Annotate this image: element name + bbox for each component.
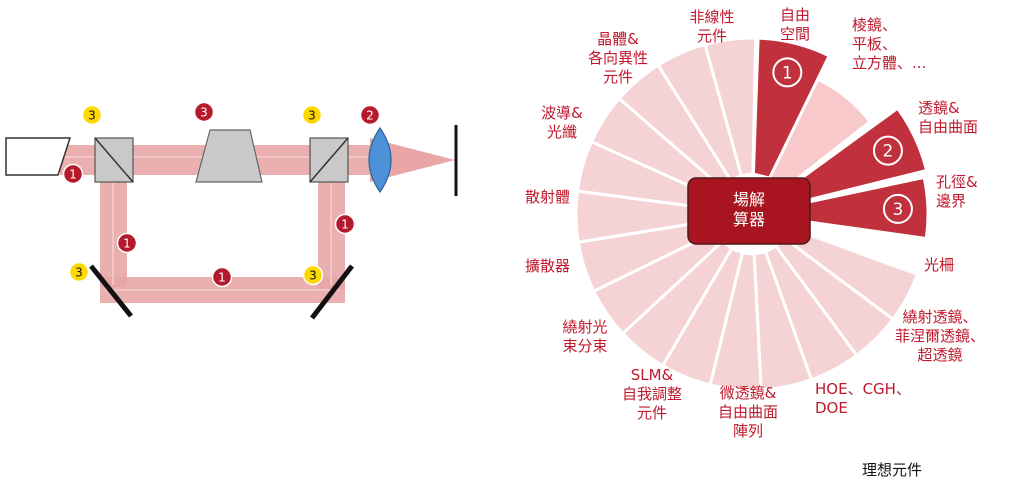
label-apertures: 孔徑& 邊界 bbox=[936, 173, 978, 210]
label-scatterer: 散射體 bbox=[524, 188, 570, 206]
beam-splitter-left bbox=[94, 137, 134, 183]
marker-one-1: 1 bbox=[116, 232, 138, 254]
label-prisms: 棱鏡、 平板、 立方體、... bbox=[852, 16, 927, 72]
field-solver-label: 算器 bbox=[733, 210, 765, 229]
marker-number: 1 bbox=[123, 237, 131, 251]
marker-number: 3 bbox=[75, 266, 83, 280]
marker-three-9: 3 bbox=[302, 264, 324, 286]
marker-one-2: 1 bbox=[211, 266, 233, 288]
marker-number: 3 bbox=[200, 106, 208, 120]
label-diffractive-lenses: 繞射透鏡、 菲涅爾透鏡、 超透鏡 bbox=[894, 308, 985, 364]
figure-caption: 理想元件 bbox=[862, 461, 923, 479]
label-slm: SLM& 自我調整 元件 bbox=[621, 366, 682, 422]
label-crystals: 晶體& 各向異性 元件 bbox=[587, 30, 648, 86]
marker-three-7: 3 bbox=[301, 104, 323, 126]
marker-number: 3 bbox=[309, 269, 317, 283]
highlight-number: 2 bbox=[883, 142, 894, 162]
marker-three-6: 3 bbox=[193, 101, 215, 123]
label-free-space: 自由 空間 bbox=[779, 6, 810, 43]
marker-three-5: 3 bbox=[81, 104, 103, 126]
highlight-number: 3 bbox=[892, 200, 903, 220]
label-lenses-freeform: 透鏡& 自由曲面 bbox=[918, 99, 979, 136]
optical-setup: 1 1 1 1 2 3 3 3 3 3 bbox=[5, 101, 458, 320]
marker-two-4: 2 bbox=[359, 104, 381, 126]
marker-one-3: 1 bbox=[334, 213, 356, 235]
label-nonlinear: 非線性 元件 bbox=[689, 8, 735, 45]
marker-number: 1 bbox=[341, 218, 349, 232]
label-gratings: 光柵 bbox=[924, 256, 955, 274]
highlight-number: 1 bbox=[782, 63, 793, 83]
label-diffuser: 擴散器 bbox=[524, 257, 570, 275]
beam-focus-cone bbox=[370, 138, 455, 182]
field-solver-label: 場解 bbox=[733, 190, 765, 209]
mirror-right bbox=[310, 264, 354, 320]
sector-lenses-freeform: 2 bbox=[782, 106, 929, 207]
sector-apertures: 3 bbox=[789, 175, 930, 241]
marker-three-8: 3 bbox=[68, 261, 90, 283]
marker-number: 2 bbox=[366, 109, 374, 123]
mirror-left bbox=[89, 264, 133, 318]
marker-number: 1 bbox=[69, 168, 77, 182]
label-microlens: 微透鏡& 自由曲面 陣列 bbox=[717, 384, 778, 440]
beam-splitter-right bbox=[309, 137, 349, 183]
lens-element bbox=[368, 126, 392, 194]
marker-number: 3 bbox=[88, 109, 96, 123]
label-waveguide: 波導& 光纖 bbox=[541, 104, 583, 141]
marker-number: 3 bbox=[308, 109, 316, 123]
marker-number: 1 bbox=[218, 271, 226, 285]
sector-free-space: 1 bbox=[751, 36, 832, 180]
label-beam-splitting: 繞射光 束分束 bbox=[562, 318, 608, 355]
prism-element bbox=[195, 129, 263, 183]
marker-one-0: 1 bbox=[62, 163, 84, 185]
laser-source bbox=[5, 137, 72, 176]
label-hoe: HOE、CGH、 DOE bbox=[815, 380, 911, 417]
